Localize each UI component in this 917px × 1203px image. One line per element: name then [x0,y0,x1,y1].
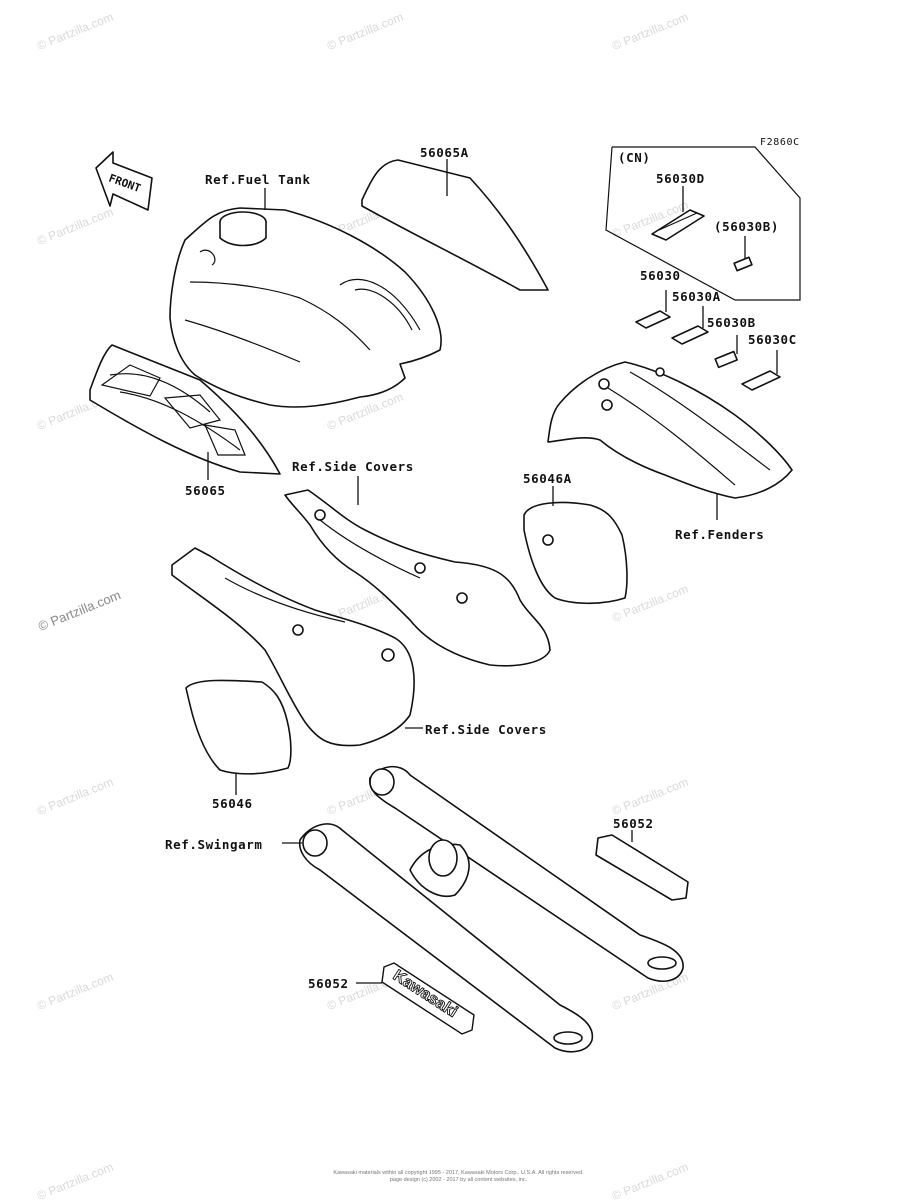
sticker-56030 [635,290,671,329]
footer-design: page design (c) 2002 - 2017 by all conte… [389,1177,528,1183]
swingarm [282,765,684,1053]
label-56065A[interactable]: 56065A [420,145,469,160]
side-cover-left [171,547,423,747]
label-56030C[interactable]: 56030C [748,332,797,347]
label-56065[interactable]: 56065 [185,483,226,498]
decal-56065A [361,159,549,291]
label-56046A[interactable]: 56046A [523,471,572,486]
sticker-56030B [714,335,738,369]
number-plate-56046A [523,486,628,605]
sticker-56030B-region [733,236,753,272]
number-plate-56046 [185,679,292,795]
label-ref-fenders[interactable]: Ref.Fenders [675,527,765,542]
decal-56052-right [595,830,689,901]
label-ref-side-covers-bottom[interactable]: Ref.Side Covers [425,722,547,737]
region-label: (CN) [618,150,651,165]
label-56046[interactable]: 56046 [212,796,253,811]
front-fender [547,361,793,520]
front-arrow-icon: FRONT [95,151,153,211]
label-ref-swingarm[interactable]: Ref.Swingarm [165,837,263,852]
fuel-tank [169,188,442,408]
label-56030[interactable]: 56030 [640,268,681,283]
label-56052-left[interactable]: 56052 [308,976,349,991]
region-bracket [605,146,801,301]
label-56030A[interactable]: 56030A [672,289,721,304]
side-cover-right [284,476,551,667]
figure-code: F2860C [760,137,800,148]
label-ref-side-covers-top[interactable]: Ref.Side Covers [292,459,414,474]
label-56030B[interactable]: 56030B [707,315,756,330]
label-56030B-paren[interactable]: (56030B) [714,219,780,234]
sticker-56030A [671,306,709,345]
label-56052-right[interactable]: 56052 [613,816,654,831]
sticker-56030C [741,350,781,391]
label-ref-fuel-tank[interactable]: Ref.Fuel Tank [205,172,311,187]
sticker-56030D [651,186,705,241]
label-56030D[interactable]: 56030D [656,171,705,186]
decal-56065 [89,344,281,480]
footer-copyright: Kawasaki materials within all copyright … [333,1170,584,1176]
